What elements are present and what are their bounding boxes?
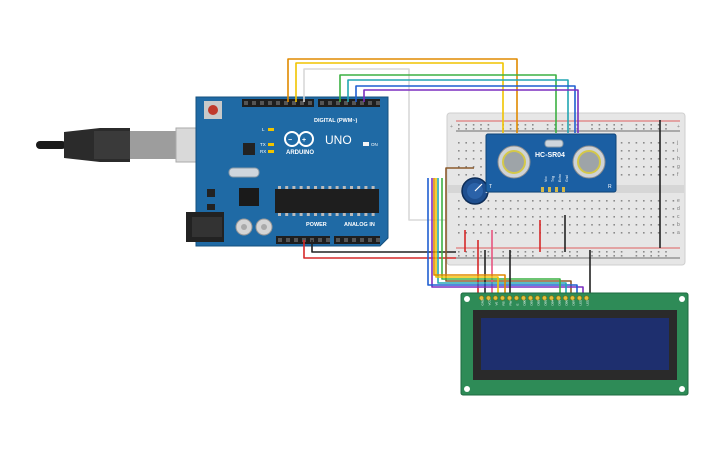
rail-plus-label: + bbox=[450, 124, 453, 130]
lcd-pin-label: RS bbox=[502, 301, 506, 305]
brand-label: ARDUINO bbox=[286, 150, 314, 156]
row-label: c bbox=[677, 214, 680, 220]
lcd-pin-label: GND bbox=[481, 298, 485, 306]
row-label: e bbox=[677, 198, 680, 204]
row-label: b bbox=[677, 222, 680, 228]
svg-text:R: R bbox=[608, 184, 612, 190]
wires bbox=[287, 58, 661, 296]
lcd-pin[interactable] bbox=[485, 295, 491, 301]
on-label: ON bbox=[371, 142, 378, 147]
row-label: g bbox=[677, 164, 680, 170]
tx-label: TX bbox=[260, 142, 266, 147]
sensor-pin[interactable] bbox=[548, 187, 551, 192]
sensor-pin-label: Gnd bbox=[565, 175, 569, 182]
sensor-pin[interactable] bbox=[562, 187, 565, 192]
rx-label: RX bbox=[260, 149, 266, 154]
lcd-screen bbox=[481, 318, 669, 370]
lcd-pin[interactable] bbox=[499, 295, 505, 301]
lcd-pin[interactable] bbox=[520, 295, 526, 301]
svg-text:+: + bbox=[302, 137, 306, 144]
potentiometer[interactable]: 1 bbox=[461, 177, 489, 205]
lcd-pin[interactable] bbox=[506, 295, 512, 301]
row-label: a bbox=[677, 230, 680, 236]
atmega-chip bbox=[275, 189, 379, 213]
lcd-pin[interactable] bbox=[534, 295, 540, 301]
svg-text:T: T bbox=[489, 184, 492, 190]
lcd-pin-label: DB5 bbox=[558, 299, 562, 305]
analog-label: ANALOG IN bbox=[344, 222, 375, 228]
lcd-pin[interactable] bbox=[513, 295, 519, 301]
row-label: d bbox=[677, 206, 680, 212]
lcd-pin[interactable] bbox=[478, 295, 484, 301]
lcd-pin[interactable] bbox=[492, 295, 498, 301]
row-label: j bbox=[676, 140, 678, 146]
lcd-pin-label: DB0 bbox=[523, 299, 527, 305]
lcd-pin[interactable] bbox=[555, 295, 561, 301]
sensor-pin-label: Trig bbox=[551, 176, 555, 182]
sensor-pin-label: Vcc bbox=[544, 176, 548, 182]
sensor-name: HC-SR04 bbox=[535, 152, 565, 159]
lcd-pin[interactable] bbox=[548, 295, 554, 301]
lcd-pin-label: DB3 bbox=[544, 299, 548, 305]
usb-cable bbox=[36, 127, 223, 163]
lcd-pin[interactable] bbox=[541, 295, 547, 301]
sensor-pin[interactable] bbox=[541, 187, 544, 192]
rail-minus-label: + bbox=[677, 124, 680, 130]
arduino-uno-board: DIGITAL (PWM~) POWER ANALOG IN − + ARDUI… bbox=[186, 96, 389, 247]
lcd-pin[interactable] bbox=[527, 295, 533, 301]
power-label: POWER bbox=[306, 222, 327, 228]
lcd-pin-label: DB1 bbox=[530, 299, 534, 305]
lcd-pin[interactable] bbox=[562, 295, 568, 301]
lcd-pin-label: DB7 bbox=[572, 299, 576, 305]
lcd-pin-label: VCC bbox=[488, 298, 492, 305]
lcd-pin-label: DB6 bbox=[565, 299, 569, 305]
row-label: i bbox=[677, 148, 678, 154]
lcd-pin-label: E bbox=[516, 303, 520, 305]
lcd-pin-label: DB4 bbox=[551, 299, 555, 305]
lcd-pin-label: V0 bbox=[495, 301, 499, 305]
svg-text:−: − bbox=[288, 137, 292, 144]
model-label: UNO bbox=[325, 133, 352, 147]
lcd-pin-label: RW bbox=[509, 300, 513, 305]
digital-label: DIGITAL (PWM~) bbox=[314, 118, 358, 124]
lcd-pin-label: DB2 bbox=[537, 299, 541, 305]
lcd-pin[interactable] bbox=[583, 295, 589, 301]
lcd-pin[interactable] bbox=[569, 295, 575, 301]
lcd-pin[interactable] bbox=[576, 295, 582, 301]
l-label: L bbox=[262, 127, 265, 132]
arduino-logo: − + bbox=[284, 131, 314, 147]
row-label: f bbox=[677, 172, 679, 178]
sensor-pin[interactable] bbox=[555, 187, 558, 192]
lcd-pin-label: LED bbox=[579, 299, 583, 306]
lcd-pin-label: LED bbox=[586, 299, 590, 306]
sensor-pin-label: Echo bbox=[558, 174, 562, 182]
row-label: h bbox=[677, 156, 680, 162]
